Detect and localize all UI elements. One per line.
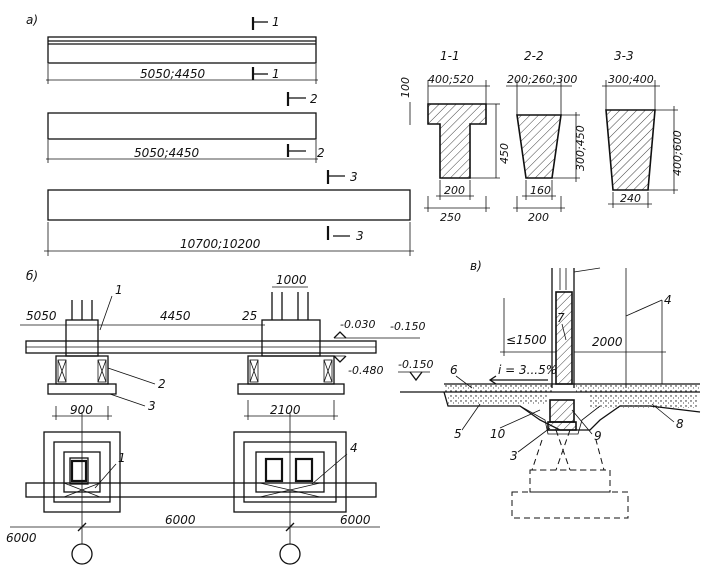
level-minus-0480: -0.480 bbox=[348, 364, 383, 377]
dim-right-6000: 6000 bbox=[340, 513, 371, 527]
section-1-total-width: 250 bbox=[440, 211, 461, 224]
right-footing-elevation bbox=[237, 292, 345, 395]
section-3-height: 400;600 bbox=[671, 130, 684, 176]
section-2-bottom-width: 160 bbox=[530, 184, 551, 197]
leader-v-9: 9 bbox=[594, 429, 602, 443]
section-3-shape bbox=[605, 109, 656, 191]
panel-b-label: б) bbox=[26, 269, 38, 283]
beam-1: 5050;4450 1 1 bbox=[46, 15, 318, 84]
panel-b: б) bbox=[6, 269, 425, 565]
beam-1-length: 5050;4450 bbox=[140, 67, 205, 81]
leader-v-6: 6 bbox=[450, 363, 458, 377]
beam-2-length: 5050;4450 bbox=[134, 146, 199, 160]
dim-le1500: ≤1500 bbox=[506, 333, 547, 347]
leader-1-top: 1 bbox=[115, 283, 123, 297]
slope-label: i = 3...5% bbox=[498, 363, 557, 377]
level-minus-0030: -0.030 bbox=[340, 318, 375, 331]
dim-900: 900 bbox=[70, 403, 93, 417]
panel-a-label: a) bbox=[26, 13, 38, 27]
level-minus-0150: -0.150 bbox=[390, 320, 425, 333]
leader-3: 3 bbox=[148, 399, 156, 413]
cut-1-bottom: 1 bbox=[272, 67, 280, 81]
section-2-2: 2-2 200;260;300 300;450 160 200 bbox=[506, 49, 587, 224]
dim-4450: 4450 bbox=[160, 309, 191, 323]
section-2-shape bbox=[516, 114, 562, 179]
axis-bubble-left bbox=[71, 543, 93, 565]
section-2-height: 300;450 bbox=[574, 125, 587, 171]
dim-5050: 5050 bbox=[26, 309, 57, 323]
section-1-height: 450 bbox=[498, 143, 511, 164]
section-1-1: 1-1 400;520 100 450 200 250 bbox=[399, 49, 511, 224]
cut-3-top: 3 bbox=[350, 170, 358, 184]
beam-3-length: 10700;10200 bbox=[180, 237, 261, 251]
left-footing-elevation bbox=[47, 300, 117, 395]
leader-v-8: 8 bbox=[676, 417, 684, 431]
section-2-title: 2-2 bbox=[524, 49, 544, 63]
leader-v-7: 7 bbox=[557, 311, 565, 325]
leader-v-4: 4 bbox=[664, 293, 672, 307]
beam-3: 10700;10200 3 3 bbox=[44, 170, 414, 256]
section-1-left-dim: 100 bbox=[399, 77, 412, 98]
dim-1000: 1000 bbox=[276, 273, 307, 287]
leader-4-plan: 4 bbox=[350, 441, 358, 455]
section-2-total-width: 200 bbox=[528, 211, 549, 224]
section-3-bottom-width: 240 bbox=[620, 192, 641, 205]
cut-3-bottom: 3 bbox=[356, 229, 364, 243]
section-1-shape bbox=[427, 103, 487, 179]
dim-25: 25 bbox=[242, 309, 257, 323]
panel-v-label: в) bbox=[470, 259, 482, 273]
panel-a: a) 5050;4450 1 1 5050;4450 2 bbox=[26, 13, 684, 256]
leader-v-10: 10 bbox=[490, 427, 506, 441]
dim-2100: 2100 bbox=[270, 403, 301, 417]
dim-span-6000: 6000 bbox=[165, 513, 196, 527]
section-3-title: 3-3 bbox=[614, 49, 634, 63]
leader-1-plan: 1 bbox=[118, 451, 126, 465]
panel-v: в) ≤1500 2000 bbox=[398, 259, 701, 519]
level-v-minus-0150: -0.150 bbox=[398, 358, 433, 371]
section-3-3: 3-3 300;400 400;600 240 bbox=[602, 49, 684, 208]
cut-1-top: 1 bbox=[272, 15, 280, 29]
section-2-top-dim: 200;260;300 bbox=[507, 73, 577, 86]
cut-2-top: 2 bbox=[310, 92, 318, 106]
section-1-title: 1-1 bbox=[440, 49, 460, 63]
dim-2000: 2000 bbox=[592, 335, 623, 349]
beam-2: 5050;4450 2 2 bbox=[46, 92, 325, 163]
axis-bubble-right bbox=[279, 543, 301, 565]
section-1-bottom-width: 200 bbox=[444, 184, 465, 197]
section-1-top-dim: 400;520 bbox=[428, 73, 474, 86]
section-3-top-dim: 300;400 bbox=[608, 73, 654, 86]
cut-2-bottom: 2 bbox=[317, 146, 325, 160]
leader-2: 2 bbox=[158, 377, 166, 391]
leader-v-3: 3 bbox=[510, 449, 518, 463]
dim-left-6000: 6000 bbox=[6, 531, 37, 545]
leader-v-5: 5 bbox=[454, 427, 462, 441]
